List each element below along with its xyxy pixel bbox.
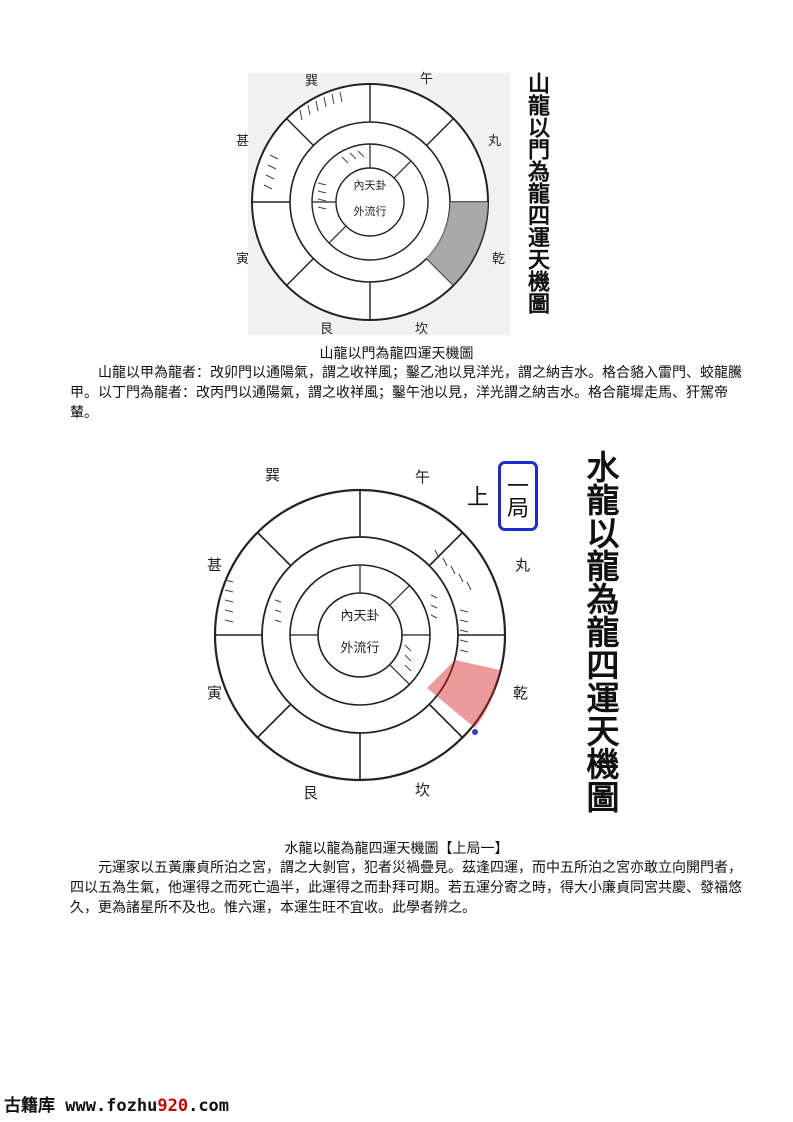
footer-prefix: 古籍库 www.fozhu xyxy=(4,1096,158,1116)
figure-2-box-label: 一局上 xyxy=(463,461,538,531)
direction-label: 午 xyxy=(420,72,433,87)
center-inner-text: 內天卦 xyxy=(340,609,379,624)
paragraph-1-text: 山龍以甲為龍者：改卯門以通陽氣，謂之收祥風；鑿乙池以見洋光，謂之納吉水。格合貉入… xyxy=(70,365,742,421)
direction-label: 丸 xyxy=(515,556,530,574)
footer-suffix: .com xyxy=(188,1096,230,1116)
center-outer-text: 外流行 xyxy=(354,204,387,218)
figure-2: 內天卦 外流行 巽 午 丸 乾 坎 艮 寅 甚 xyxy=(195,460,565,805)
paragraph-2-text: 元運家以五黃廉貞所泊之宮，謂之大剝官，犯者災禍疊見。茲逢四運，而中五所泊之宮亦敢… xyxy=(70,860,742,916)
paragraph-2: 元運家以五黃廉貞所泊之宮，謂之大剝官，犯者災禍疊見。茲逢四運，而中五所泊之宮亦敢… xyxy=(70,858,750,918)
site-watermark-footer: 古籍库 www.fozhu920.com xyxy=(4,1091,229,1116)
figure-1-diagram: 內天卦 外流行 巽 午 丸 乾 坎 艮 寅 甚 xyxy=(236,72,510,337)
figure-2-caption: 水龍以龍為龍四運天機圖【上局一】 xyxy=(284,841,509,857)
center-outer-text: 外流行 xyxy=(340,641,379,656)
direction-label: 丸 xyxy=(488,134,501,149)
paragraph-1: 山龍以甲為龍者：改卯門以通陽氣，謂之收祥風；鑿乙池以見洋光，謂之納吉水。格合貉入… xyxy=(70,363,750,423)
direction-label: 艮 xyxy=(303,784,318,802)
direction-label: 巽 xyxy=(305,74,318,89)
direction-label: 寅 xyxy=(236,251,249,267)
figure-2-vertical-title: 水龍以龍為龍四運天機圖 xyxy=(581,450,620,813)
direction-label: 巽 xyxy=(265,466,280,484)
figure-1-vertical-title: 山龍以門為龍四運天機圖 xyxy=(524,72,550,314)
direction-label: 艮 xyxy=(320,322,333,337)
direction-label: 甚 xyxy=(236,134,249,149)
direction-label: 坎 xyxy=(415,322,428,337)
direction-label: 寅 xyxy=(207,684,222,702)
direction-label: 乾 xyxy=(513,684,528,702)
direction-label: 午 xyxy=(415,468,430,486)
center-inner-text: 內天卦 xyxy=(354,178,387,192)
direction-label: 乾 xyxy=(492,252,505,267)
direction-label: 甚 xyxy=(207,556,222,574)
figure-1-caption: 山龍以門為龍四運天機圖 xyxy=(319,346,474,362)
figure-1: 內天卦 外流行 巽 午 丸 乾 坎 艮 寅 甚 xyxy=(230,65,530,340)
direction-label: 坎 xyxy=(415,781,430,799)
figure-2-diagram: 內天卦 外流行 巽 午 丸 乾 坎 艮 寅 甚 xyxy=(207,466,530,802)
footer-highlight: 920 xyxy=(157,1096,189,1116)
